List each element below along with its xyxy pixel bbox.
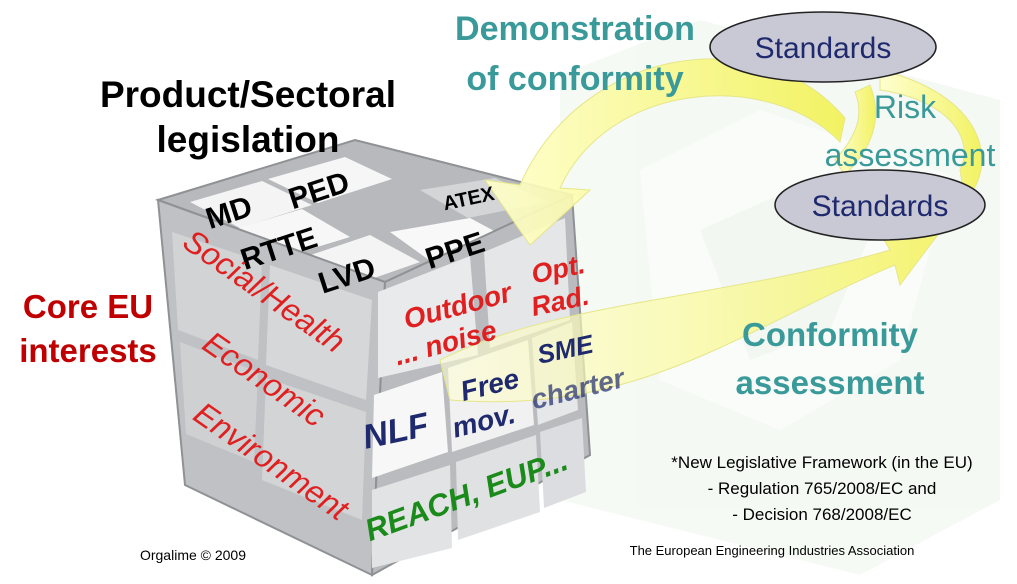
footer-copyright: Orgalime © 2009 [140,547,246,563]
demonstration-line2: of conformity [466,60,683,98]
tile-opt-rad [484,218,570,348]
risk-line2: assessment [825,137,996,173]
arrow-conformity [439,224,941,403]
tile-ppe [390,218,520,268]
demonstration-line1: Demonstration [455,10,695,48]
standards-bottom-ellipse [774,169,986,241]
heading-line1: Product/Sectoral [100,74,396,115]
tile-outdoor-noise [378,256,478,378]
conformity-line1: Conformity [742,316,919,353]
tile-ped [268,157,392,203]
note-line2: - Regulation 765/2008/EC and [708,479,937,498]
risk-line1: Risk [874,89,937,125]
standards-bottom: Standards [812,190,949,223]
conformity-line2: assessment [736,364,925,401]
tile-nlf [372,372,448,478]
core-eu-line1: Core EU [23,288,153,325]
footer-association: The European Engineering Industries Asso… [630,543,915,558]
note-line1: *New Legislative Framework (in the EU) [671,453,972,472]
standards-top-ellipse [709,11,937,83]
standards-top: Standards [755,32,892,65]
tile-reach [372,465,452,568]
heading-line2: legislation [157,119,340,160]
tile-md [190,181,312,228]
core-eu-line2: interests [19,332,157,369]
note-line3: - Decision 768/2008/EC [732,505,912,524]
